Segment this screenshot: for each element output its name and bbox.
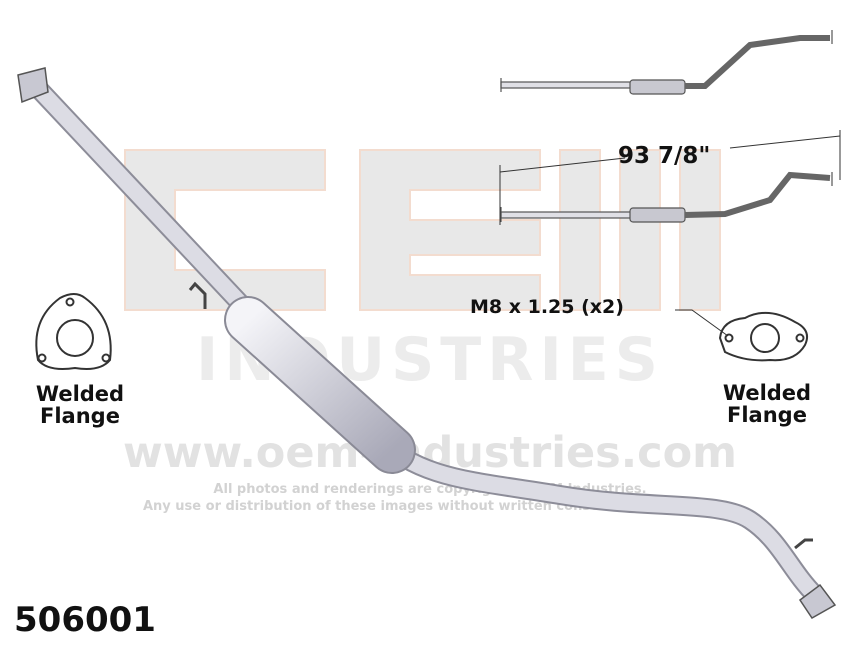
side-view-bottom — [500, 171, 833, 223]
inlet-flange — [17, 67, 49, 104]
length-dimension: 93 7/8" — [618, 143, 711, 169]
side-view-top — [500, 30, 833, 95]
right-flange-icon — [718, 311, 808, 362]
main-pipe — [25, 75, 825, 605]
bolt-spec-label: M8 x 1.25 (x2) — [470, 296, 624, 318]
part-number: 506001 — [14, 600, 156, 640]
left-flange-icon — [35, 293, 112, 370]
hanger — [794, 538, 813, 550]
left-flange-label: Welded Flange — [35, 382, 125, 429]
right-flange-label: Welded Flange — [722, 381, 812, 428]
bolt-leader-line — [675, 309, 729, 337]
hanger — [188, 281, 207, 309]
outlet-flange — [798, 583, 837, 619]
dimension-line — [499, 130, 841, 225]
